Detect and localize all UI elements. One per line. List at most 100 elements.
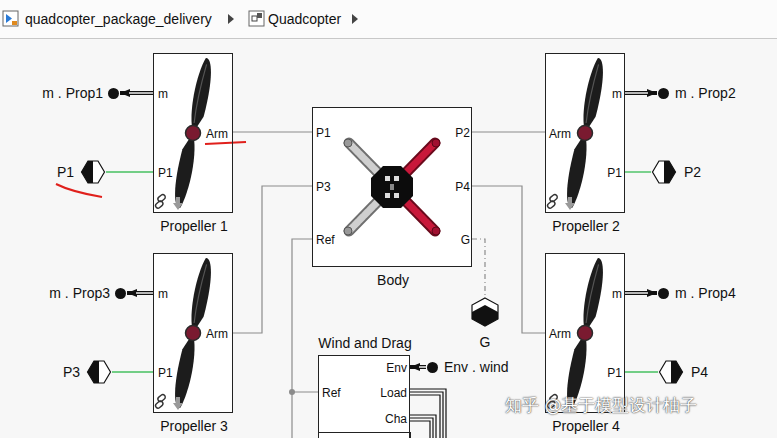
- connector: [625, 93, 657, 94]
- goto-tag: m . Prop1: [42, 84, 120, 102]
- quadcopter-frame: [344, 139, 440, 235]
- port-label: Cha: [385, 411, 407, 427]
- connector-line: [625, 291, 657, 295]
- goto-tag: m . Prop3: [49, 284, 127, 302]
- port-label: Ref: [322, 385, 341, 401]
- port-label: Ref: [316, 232, 335, 248]
- connector: [625, 372, 658, 373]
- propeller-block: mArmP1Propeller 1: [153, 53, 233, 213]
- propeller-block: mArmP1Propeller 3: [153, 253, 233, 413]
- connector-line: [472, 131, 545, 132]
- propeller-block: mArmP1Propeller 4: [545, 253, 625, 413]
- ref-wire: [291, 392, 292, 438]
- block-ground: [545, 253, 625, 413]
- port-label: P1: [158, 365, 173, 381]
- connection-port: P1: [57, 159, 106, 185]
- port-label: m: [612, 286, 622, 302]
- tag-dot: [426, 361, 439, 374]
- tag-dot: [114, 287, 127, 300]
- connector: [625, 293, 657, 294]
- port-label: P3: [316, 179, 331, 195]
- propeller-block: mArmP1Propeller 2: [545, 53, 625, 213]
- port-name: P4: [691, 363, 708, 381]
- connector-inner: [136, 292, 153, 293]
- connector: [472, 186, 545, 333]
- tag-label: Env . wind: [444, 358, 509, 376]
- goto-tag: m . Prop4: [657, 284, 736, 302]
- port-label: m: [612, 86, 622, 102]
- breadcrumb-bar: [0, 0, 777, 38]
- port-label: G: [461, 232, 470, 248]
- bus-wires: [410, 389, 446, 438]
- connector: [106, 172, 153, 173]
- connector-line: [625, 371, 658, 372]
- breadcrumb-item: quadcopter_package_delivery: [25, 10, 212, 28]
- block-name: Propeller 1: [160, 218, 228, 234]
- port-symbol: [80, 159, 106, 185]
- port-label: P1: [607, 165, 622, 181]
- port-label: Arm: [206, 326, 228, 342]
- block-ground: [545, 53, 625, 213]
- port-name: P3: [63, 363, 80, 381]
- tag-dot: [657, 287, 670, 300]
- connector-inner: [129, 92, 153, 93]
- connector: [127, 293, 153, 294]
- port-label: Arm: [206, 126, 228, 142]
- connector-line: [112, 371, 153, 372]
- block-name: Propeller 3: [160, 418, 228, 434]
- tag-label: m . Prop1: [42, 84, 103, 102]
- port-label: P2: [455, 125, 470, 141]
- port-symbol: [470, 297, 500, 327]
- port-label: m: [158, 286, 168, 302]
- tag-label: m . Prop2: [675, 84, 736, 102]
- wind-drag-block: EnvRefLoadChaWind and Drag: [318, 355, 410, 438]
- block-ground: [318, 355, 410, 438]
- port-label: P1: [158, 165, 173, 181]
- port-label: P1: [316, 125, 331, 141]
- port-label: m: [158, 86, 168, 102]
- connector-line: [472, 186, 545, 333]
- connector-inner: [625, 292, 648, 293]
- block-name: Propeller 4: [552, 418, 620, 434]
- port-symbol: [658, 359, 684, 385]
- connection-port: P3: [63, 359, 112, 385]
- connector-inner: [625, 92, 648, 93]
- tag-dot: [657, 87, 670, 100]
- connection-port: P4: [658, 359, 708, 385]
- port-symbol: [86, 359, 112, 385]
- block-name: Propeller 2: [552, 218, 620, 234]
- block-ground: [153, 53, 233, 213]
- subsystem-icon: [249, 11, 264, 26]
- connector: [472, 132, 545, 133]
- port-symbol: [651, 159, 677, 185]
- bar-border: [0, 38, 777, 39]
- port-label: Arm: [549, 126, 571, 142]
- port-name: G: [480, 334, 491, 350]
- port-label: Env: [386, 360, 407, 376]
- tag-label: m . Prop4: [675, 284, 736, 302]
- connector-line: [233, 186, 312, 333]
- port-name: P2: [684, 163, 701, 181]
- port-name: P1: [57, 163, 74, 181]
- connector-inner: [419, 366, 426, 367]
- connector-line: [625, 91, 657, 95]
- connector-line: [106, 171, 153, 172]
- body-block: P1P2P3P4RefGBody: [312, 107, 472, 267]
- block-ground: [153, 253, 233, 413]
- connector: [292, 239, 318, 392]
- port-label: P1: [607, 365, 622, 381]
- connector-line: [233, 131, 312, 132]
- connector-line: [625, 171, 651, 172]
- cut-block: [319, 433, 411, 438]
- annotation-underline: [205, 142, 246, 144]
- model-icon: [3, 11, 18, 26]
- goto-tag: m . Prop2: [657, 84, 736, 102]
- propeller-icon: [547, 57, 608, 210]
- connector: [233, 186, 312, 333]
- connector: [120, 93, 153, 94]
- connector-line: [410, 365, 426, 369]
- connector-line: [292, 239, 318, 392]
- breadcrumb-item: Quadcopter: [268, 10, 341, 28]
- connector: [410, 367, 426, 368]
- connection-port: P2: [651, 159, 701, 185]
